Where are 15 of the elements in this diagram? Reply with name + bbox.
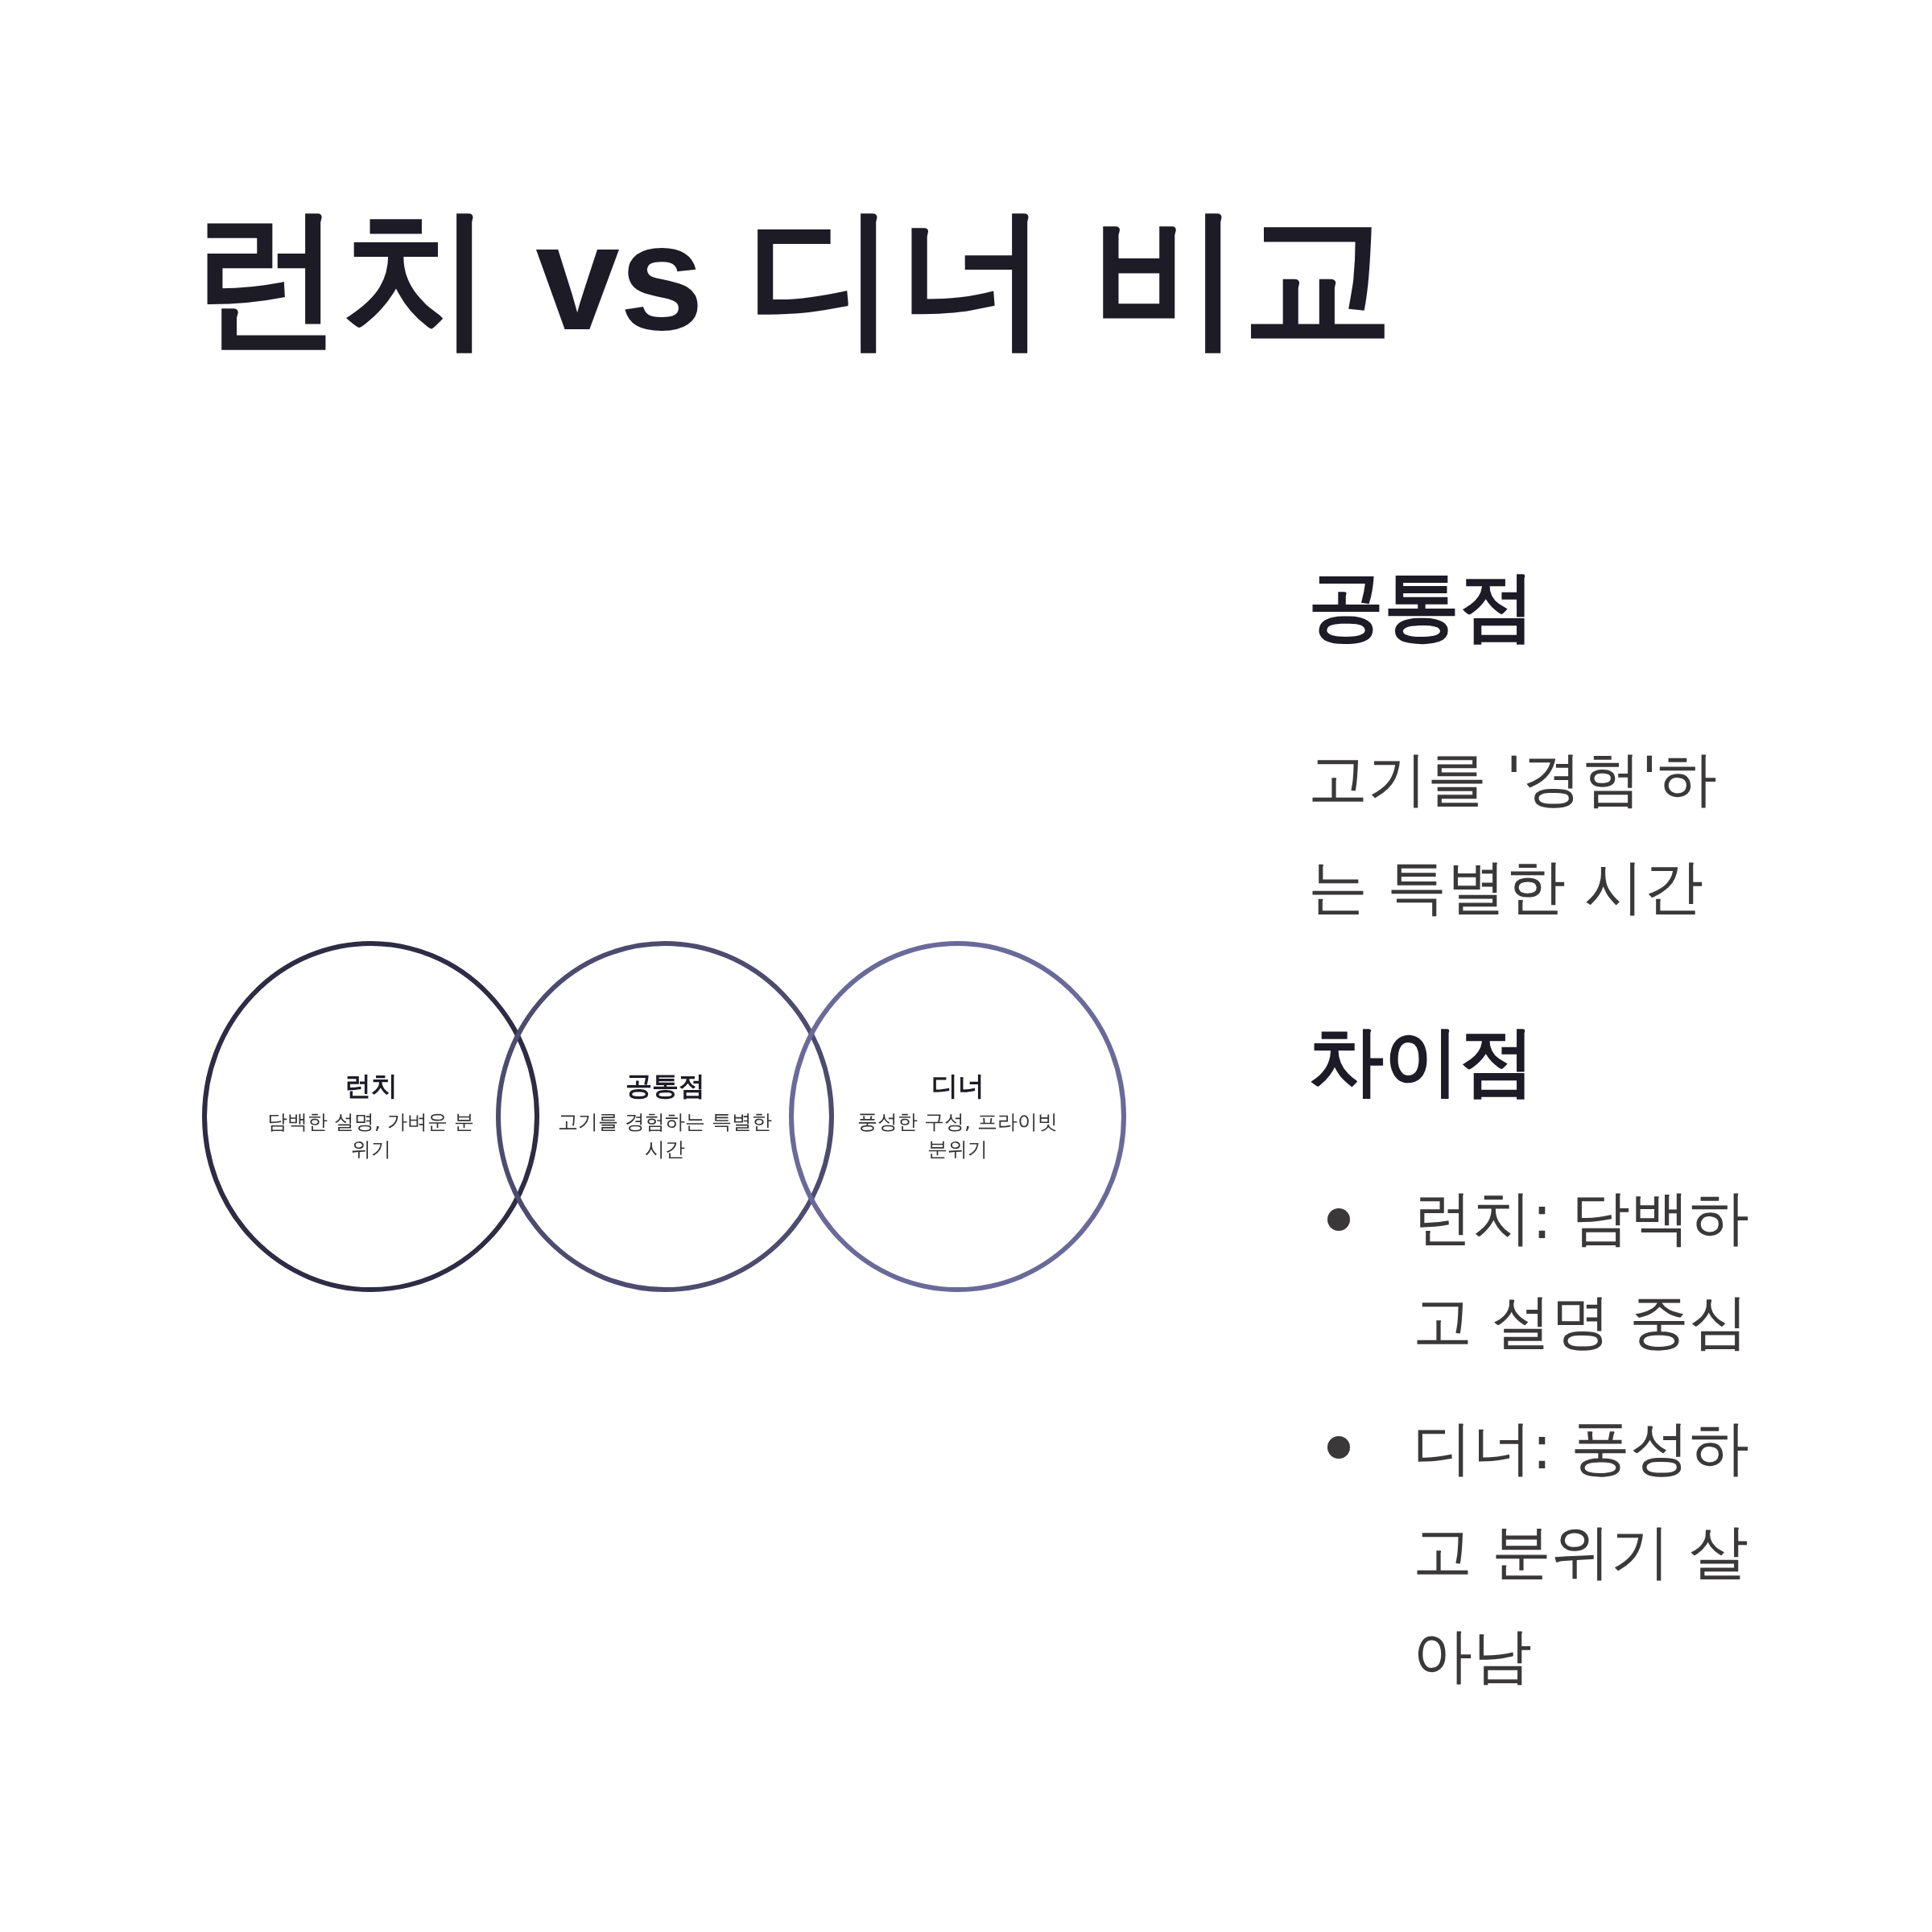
bullet-text: 런치: 담백하고 설명 중심 <box>1413 1182 1751 1357</box>
section-text: 고기를 '경험'하는 특별한 시간 <box>1308 743 1719 923</box>
venn-circle <box>496 941 834 1292</box>
circle-description: 고기를 경험하는 특별한 시간 <box>557 1109 773 1162</box>
circle-title: 디너 <box>931 1070 985 1102</box>
venn-circle <box>789 941 1126 1292</box>
circle-title: 공통점 <box>625 1070 705 1102</box>
page-title: 런치 vs 디너 비교 <box>191 192 1393 363</box>
circle-description: 풍성한 구성, 프라이빗 분위기 <box>857 1109 1059 1162</box>
circle-description: 담백한 설명, 가벼운 분위기 <box>266 1109 475 1162</box>
bullet-text: 디너: 풍성하고 분위기 살아남 <box>1413 1412 1751 1691</box>
section-heading: 차이점 <box>1308 1016 1536 1106</box>
venn-circle <box>202 941 539 1292</box>
circle-title: 런치 <box>344 1070 398 1102</box>
section-heading: 공통점 <box>1308 561 1536 651</box>
